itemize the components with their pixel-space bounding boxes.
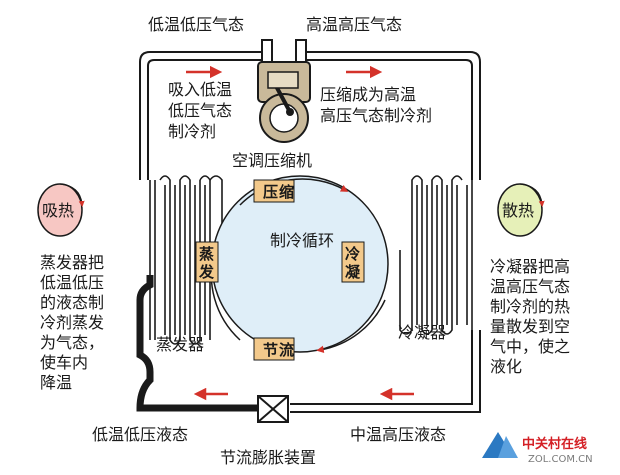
watermark-cn: 中关村在线 [522, 436, 587, 452]
release-heat-label: 散热 [502, 201, 534, 220]
absorb-heat-label: 吸热 [42, 201, 74, 220]
low-gas-label: 低温低压气态 [148, 15, 244, 34]
evaporator-desc-7: 降温 [40, 373, 72, 392]
low-liquid-label: 低温低压液态 [92, 425, 188, 444]
compress-to-label-1: 压缩成为高温 [320, 85, 416, 104]
compressor-label: 空调压缩机 [232, 151, 312, 170]
evaporator-desc-2: 低温低压 [40, 273, 104, 292]
evaporator-desc-1: 蒸发器把 [40, 253, 104, 272]
condenser-desc-5: 气中，使之 [490, 337, 570, 356]
condenser-label: 冷凝器 [398, 323, 446, 342]
pipe-loop [139, 51, 481, 413]
suction-label-2: 低压气态 [168, 101, 232, 120]
step-evaporate: 蒸 发 [195, 241, 219, 283]
step-evaporate-char-2: 发 [198, 263, 215, 281]
absorb-heat-badge: 吸热 [37, 183, 85, 237]
step-throttle-char-2: 流 [279, 341, 294, 359]
condenser-coil [399, 175, 473, 335]
high-gas-label: 高温高压气态 [306, 15, 402, 34]
step-condense: 冷 凝 [341, 241, 365, 283]
evaporator-coil [149, 175, 223, 345]
suction-label-3: 制冷剂 [168, 122, 216, 141]
step-condense-char-1: 冷 [345, 245, 360, 263]
step-evaporate-char-1: 蒸 [199, 245, 214, 263]
evaporator-desc-4: 冷剂蒸发 [40, 313, 104, 332]
condenser-desc-4: 量散发到空 [490, 317, 570, 336]
step-compress-char-2: 缩 [279, 183, 294, 201]
watermark: 中关村在线 ZOL.COM.CN [482, 432, 593, 465]
condenser-desc-3: 制冷剂的热 [490, 297, 570, 316]
compress-to-label-2: 高压气态制冷剂 [320, 106, 432, 125]
expansion-device [257, 395, 289, 423]
condenser-desc-1: 冷凝器把高 [490, 257, 570, 276]
suction-label-1: 吸入低温 [168, 80, 232, 99]
expansion-device-label: 节流膨胀装置 [220, 448, 316, 467]
step-throttle-char-1: 节 [263, 341, 278, 359]
evaporator-label: 蒸发器 [156, 335, 204, 354]
evaporator-desc-3: 的液态制 [40, 293, 104, 312]
step-condense-char-2: 凝 [345, 263, 361, 281]
mid-liquid-label: 中温高压液态 [350, 425, 446, 444]
release-heat-badge: 散热 [497, 183, 545, 237]
evaporator-desc-5: 为气态， [40, 333, 104, 352]
cycle-label: 制冷循环 [270, 231, 334, 250]
condenser-desc-6: 液化 [490, 357, 522, 376]
watermark-en: ZOL.COM.CN [528, 454, 593, 465]
low-pressure-liquid-line [136, 275, 258, 412]
condenser-desc-2: 温高压气态 [490, 277, 570, 296]
step-compress: 压 缩 [253, 179, 295, 203]
compressor [257, 39, 311, 143]
step-compress-char-1: 压 [263, 183, 278, 201]
step-throttle: 节 流 [253, 337, 295, 361]
flow-arrows [186, 65, 414, 401]
evaporator-desc-6: 使车内 [40, 353, 88, 372]
